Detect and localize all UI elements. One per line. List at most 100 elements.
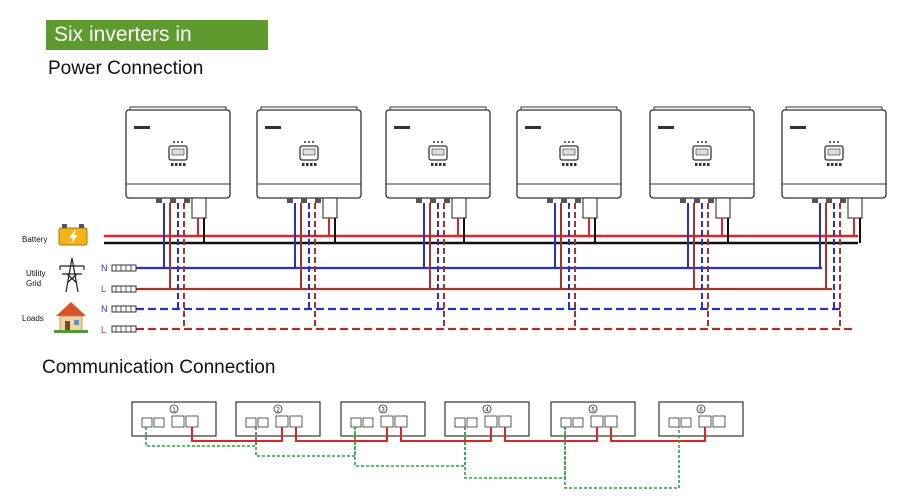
inverter-terminal: [575, 198, 581, 203]
inverter: [781, 106, 887, 219]
inverter: [256, 106, 362, 219]
inverter-terminal: [680, 198, 686, 203]
grid-l-label: L: [101, 284, 106, 294]
battery-terminal-block: [451, 197, 467, 219]
inverter-screen: [562, 148, 576, 156]
unit-number: 6: [699, 408, 703, 414]
unit-number-badge: [696, 404, 706, 414]
comm-unit: 5: [550, 401, 636, 437]
inverter-terminal: [170, 198, 176, 203]
comm-unit: 2: [235, 401, 321, 437]
plug-body: [111, 325, 137, 333]
rj45-port-out: [498, 415, 512, 428]
communication-connection-heading: Communication Connection: [42, 357, 276, 378]
inverter-button: [562, 163, 565, 166]
inverter-terminal: [708, 198, 714, 203]
rj45-port-out: [185, 415, 199, 428]
unit-number-badge: [273, 404, 283, 414]
battery-terminal-block: [322, 197, 338, 219]
inverter-button: [435, 163, 438, 166]
inverter-terminal: [416, 198, 422, 203]
plug-icon: [111, 285, 137, 293]
comm-red-link: [400, 427, 492, 442]
inverter-terminal: [826, 198, 832, 203]
inverter-top-rim: [785, 106, 883, 110]
battery-terminal-block: [715, 197, 731, 219]
rj45-port-out: [289, 415, 303, 428]
inverter-terminal: [315, 198, 321, 203]
inverter-top-rim: [520, 106, 618, 110]
inverter-button: [839, 163, 842, 166]
inverter-led: [441, 141, 443, 143]
inverter-logo: [525, 126, 541, 129]
comm-red-link: [295, 427, 388, 442]
comm-green-link: [564, 427, 680, 489]
inverter: [385, 106, 491, 219]
unit-number: 1: [172, 408, 176, 414]
inverter-led: [833, 141, 835, 143]
plug-icon: [111, 264, 137, 272]
plug-icon: [111, 325, 137, 333]
inverter-terminal: [184, 198, 190, 203]
inverter-screen: [171, 148, 185, 156]
inverter-led: [701, 141, 703, 143]
comm-port: [560, 417, 572, 428]
load-n-label: N: [101, 304, 108, 314]
comm-port: [668, 417, 680, 428]
loads-label: Loads: [22, 314, 44, 323]
rj45-port-in: [590, 415, 604, 428]
load-l-label: L: [101, 325, 106, 335]
rj45-port-out: [394, 415, 408, 428]
inverter-led: [312, 141, 314, 143]
inverter-button: [566, 163, 569, 166]
inverter-led: [437, 141, 439, 143]
comm-red-link: [504, 427, 598, 442]
inverter-button: [302, 163, 305, 166]
comm-port: [362, 417, 374, 428]
inverter-screen: [827, 148, 841, 156]
inverter-button: [827, 163, 830, 166]
utility-label-line1: Utility: [26, 269, 46, 278]
inverter-top-rim: [260, 106, 358, 110]
inverter-button: [443, 163, 446, 166]
inverter-logo: [790, 126, 806, 129]
inverter-button: [570, 163, 573, 166]
comm-green-link: [255, 427, 356, 457]
battery-terminal-block: [582, 197, 598, 219]
inverter-button: [183, 163, 186, 166]
inverter-led: [308, 141, 310, 143]
power-wires: [104, 203, 861, 331]
plug-body: [111, 305, 137, 313]
plug-body: [111, 285, 137, 293]
title-banner: Six inverters in parallel:: [46, 20, 268, 76]
unit-number-badge: [169, 404, 179, 414]
unit-number-badge: [588, 404, 598, 414]
inverter-logo: [134, 126, 150, 129]
inverter-terminal: [840, 198, 846, 203]
inverter-led: [181, 141, 183, 143]
rj45-port-out: [712, 415, 726, 428]
inverter-terminal: [287, 198, 293, 203]
battery-terminal-block: [191, 197, 207, 219]
inverter: [125, 106, 231, 219]
unit-number: 4: [485, 408, 489, 414]
utility-tower-icon: [59, 257, 85, 293]
inverter-led: [304, 141, 306, 143]
comm-port: [572, 417, 584, 428]
inverter-button: [310, 163, 313, 166]
inverter-terminal: [444, 198, 450, 203]
inverter-led: [837, 141, 839, 143]
comm-red-link: [610, 427, 706, 442]
inverter-led: [572, 141, 574, 143]
inverter-led: [705, 141, 707, 143]
inverter-button: [314, 163, 317, 166]
inverter-logo: [265, 126, 281, 129]
inverter-button: [306, 163, 309, 166]
inverter-terminal: [301, 198, 307, 203]
unit-number: 5: [591, 408, 595, 414]
inverter-button: [439, 163, 442, 166]
inverter-logo: [658, 126, 674, 129]
rj45-port-in: [698, 415, 712, 428]
inverter-led: [433, 141, 435, 143]
